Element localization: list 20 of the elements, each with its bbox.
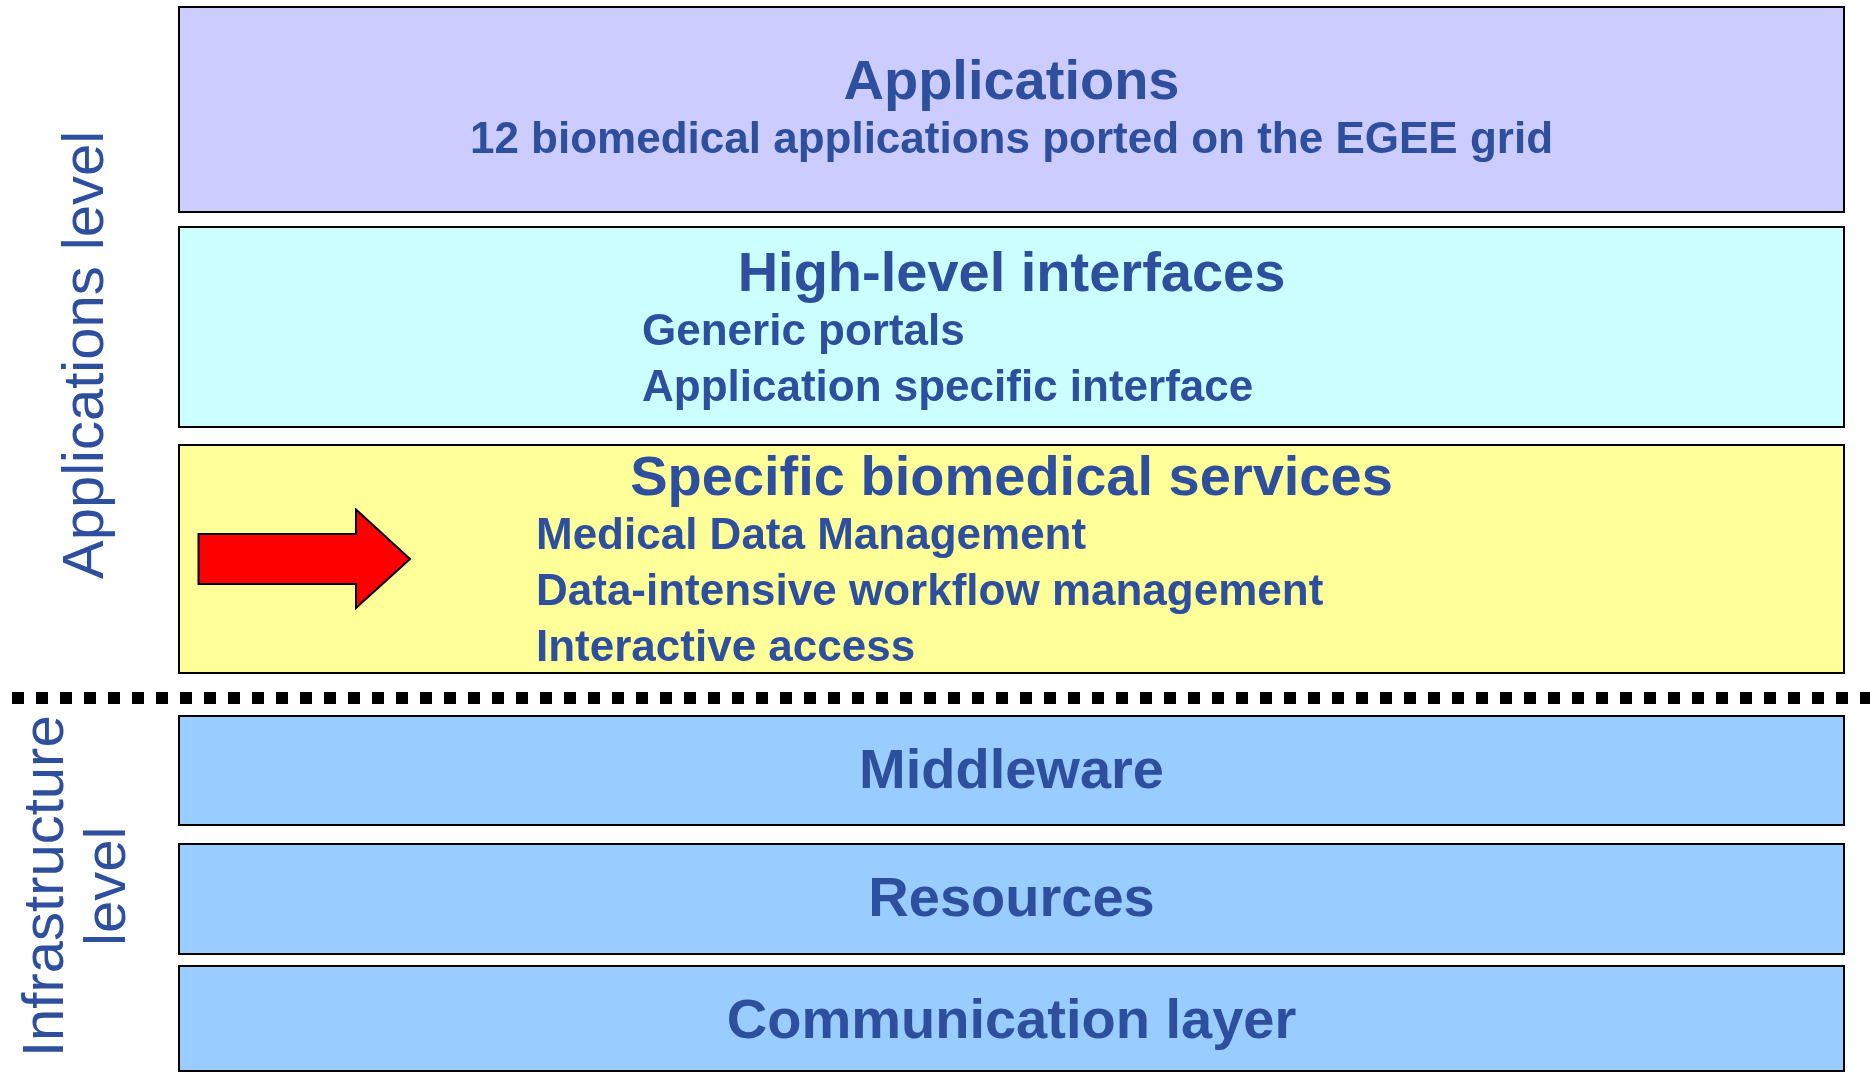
- layer-title: Communication layer: [726, 989, 1297, 1049]
- layer-item: 12 biomedical applications ported on the EGEE grid: [469, 112, 1554, 164]
- resources-layer: [178, 843, 1845, 955]
- interfaces-layer: [178, 226, 1845, 428]
- communication-layer: [178, 965, 1845, 1072]
- layer-title: Specific biomedical services: [630, 446, 1393, 506]
- layer-title: Resources: [868, 867, 1155, 927]
- layer-title: Middleware: [859, 739, 1164, 799]
- services-layer: [178, 444, 1845, 674]
- layer-item: Medical Data Management: [536, 508, 1087, 560]
- applications-layer: [178, 6, 1845, 213]
- layer-title: Applications: [843, 50, 1180, 110]
- layer-item: Application specific interface: [642, 360, 1254, 412]
- middleware-layer: [178, 715, 1845, 826]
- level-label: Applications level: [52, 129, 116, 582]
- layer-item: Generic portals: [642, 304, 965, 356]
- level-label: Infrastructure level: [12, 714, 138, 1059]
- layer-title: High-level interfaces: [737, 242, 1286, 302]
- layer-item: Interactive access: [536, 620, 916, 672]
- layer-item: Data-intensive workflow management: [536, 564, 1324, 616]
